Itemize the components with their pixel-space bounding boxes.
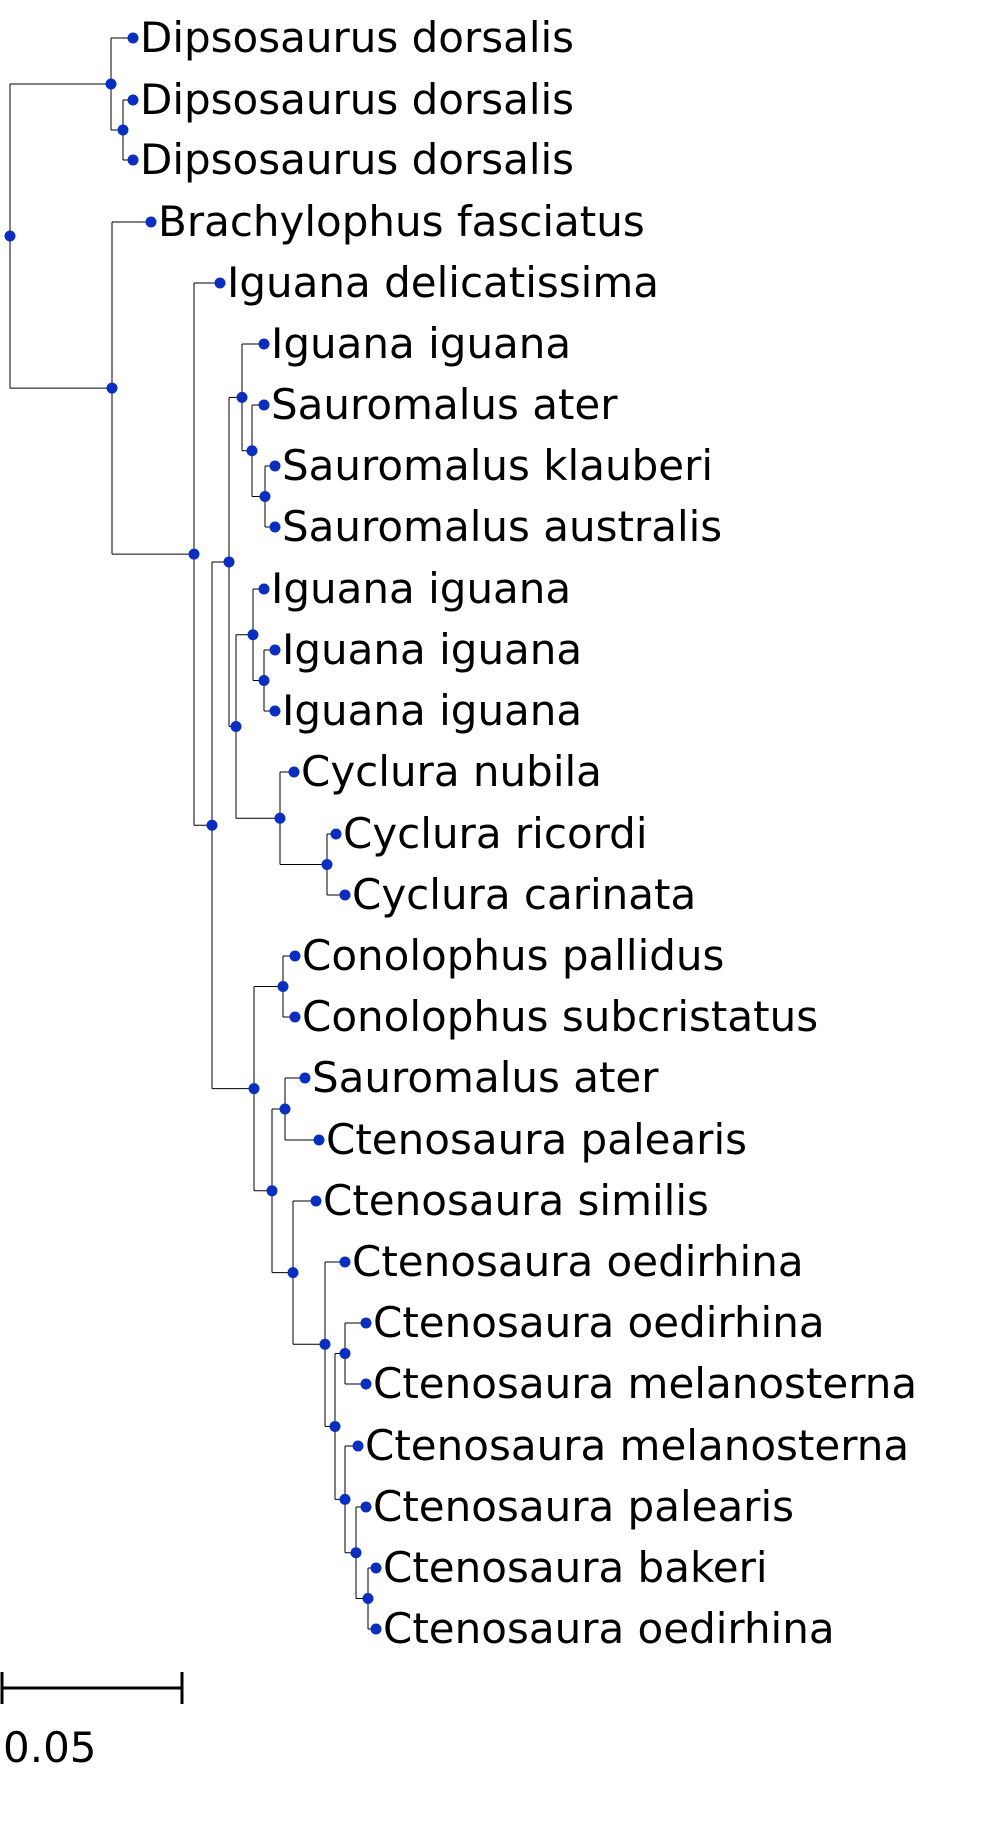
leaf-node-marker xyxy=(352,1440,364,1452)
leaf-label: Conolophus subcristatus xyxy=(302,992,818,1041)
internal-node-marker xyxy=(106,382,118,394)
leaf-label: Sauromalus ater xyxy=(271,380,618,429)
internal-node-marker xyxy=(246,445,258,457)
leaf-label: Ctenosaura oedirhina xyxy=(383,1604,835,1653)
leaf-label: Conolophus pallidus xyxy=(302,931,724,980)
leaf-node-marker xyxy=(127,94,139,106)
leaf-label: Iguana delicatissima xyxy=(227,258,659,307)
leaf-node-marker xyxy=(258,338,270,350)
node-markers xyxy=(4,32,382,1635)
internal-node-marker xyxy=(105,78,117,90)
leaf-node-marker xyxy=(269,644,281,656)
leaf-label: Iguana iguana xyxy=(271,319,571,368)
leaf-node-marker xyxy=(269,521,281,533)
internal-node-marker xyxy=(321,859,333,870)
internal-node-marker xyxy=(329,1420,341,1432)
internal-node-marker xyxy=(117,124,129,136)
internal-node-marker xyxy=(258,675,270,686)
leaf-label: Ctenosaura melanosterna xyxy=(365,1421,909,1470)
leaf-node-marker xyxy=(289,950,301,962)
internal-node-marker xyxy=(4,230,16,242)
leaf-label: Ctenosaura bakeri xyxy=(383,1543,768,1592)
internal-node-marker xyxy=(266,1185,278,1197)
leaf-label: Ctenosaura similis xyxy=(323,1176,709,1225)
internal-node-marker xyxy=(287,1267,299,1279)
leaf-label: Dipsosaurus dorsalis xyxy=(140,75,574,124)
leaf-label: Iguana iguana xyxy=(282,686,582,735)
internal-node-marker xyxy=(279,1103,291,1115)
internal-node-marker xyxy=(206,819,218,831)
leaf-node-marker xyxy=(360,1378,372,1390)
leaf-node-marker xyxy=(339,1256,351,1268)
internal-node-marker xyxy=(188,548,200,560)
leaf-node-marker xyxy=(289,1011,301,1023)
leaf-node-marker xyxy=(313,1134,325,1146)
leaf-label: Sauromalus ater xyxy=(312,1053,659,1102)
internal-node-marker xyxy=(339,1348,351,1359)
leaf-node-marker xyxy=(214,277,226,289)
leaf-label: Ctenosaura palearis xyxy=(326,1115,747,1164)
leaf-node-marker xyxy=(288,766,300,778)
leaf-node-marker xyxy=(127,32,139,44)
internal-node-marker xyxy=(319,1338,331,1350)
leaf-node-marker xyxy=(310,1195,322,1207)
internal-node-marker xyxy=(223,556,235,568)
scale-bar: 0.05 xyxy=(0,1672,184,1772)
leaf-label: Iguana iguana xyxy=(271,564,571,613)
internal-node-marker xyxy=(247,629,259,641)
leaf-node-marker xyxy=(360,1317,372,1329)
internal-node-marker xyxy=(259,491,271,502)
internal-node-marker xyxy=(362,1593,374,1604)
leaf-node-marker xyxy=(360,1501,372,1513)
leaf-node-marker xyxy=(258,399,270,411)
internal-node-marker xyxy=(350,1547,362,1559)
leaf-node-marker xyxy=(370,1562,382,1574)
leaf-label: Ctenosaura oedirhina xyxy=(373,1298,825,1347)
leaf-node-marker xyxy=(269,705,281,717)
leaf-node-marker xyxy=(258,583,270,595)
internal-node-marker xyxy=(236,391,248,403)
internal-node-marker xyxy=(277,981,289,992)
internal-node-marker xyxy=(230,721,242,732)
leaf-node-marker xyxy=(127,154,139,166)
leaf-label: Cyclura nubila xyxy=(301,747,602,796)
internal-node-marker xyxy=(274,812,286,824)
leaf-label: Dipsosaurus dorsalis xyxy=(140,13,574,62)
internal-node-marker xyxy=(248,1083,260,1095)
leaf-label: Sauromalus klauberi xyxy=(282,441,713,490)
leaf-label: Iguana iguana xyxy=(282,625,582,674)
leaf-label: Dipsosaurus dorsalis xyxy=(140,135,574,184)
leaf-label: Ctenosaura oedirhina xyxy=(352,1237,804,1286)
leaf-node-marker xyxy=(370,1623,382,1635)
leaf-label: Ctenosaura palearis xyxy=(373,1482,794,1531)
leaf-node-marker xyxy=(145,216,157,228)
leaf-node-marker xyxy=(269,460,281,472)
leaf-node-marker xyxy=(299,1072,311,1084)
leaf-label: Cyclura carinata xyxy=(352,870,696,919)
leaf-label: Cyclura ricordi xyxy=(343,809,648,858)
leaf-label: Sauromalus australis xyxy=(282,502,722,551)
leaf-node-marker xyxy=(339,889,351,901)
leaf-label: Brachylophus fasciatus xyxy=(158,197,645,246)
scale-bar-label: 0.05 xyxy=(3,1723,97,1772)
leaf-node-marker xyxy=(330,828,342,840)
internal-node-marker xyxy=(339,1493,351,1505)
leaf-label: Ctenosaura melanosterna xyxy=(373,1359,917,1408)
